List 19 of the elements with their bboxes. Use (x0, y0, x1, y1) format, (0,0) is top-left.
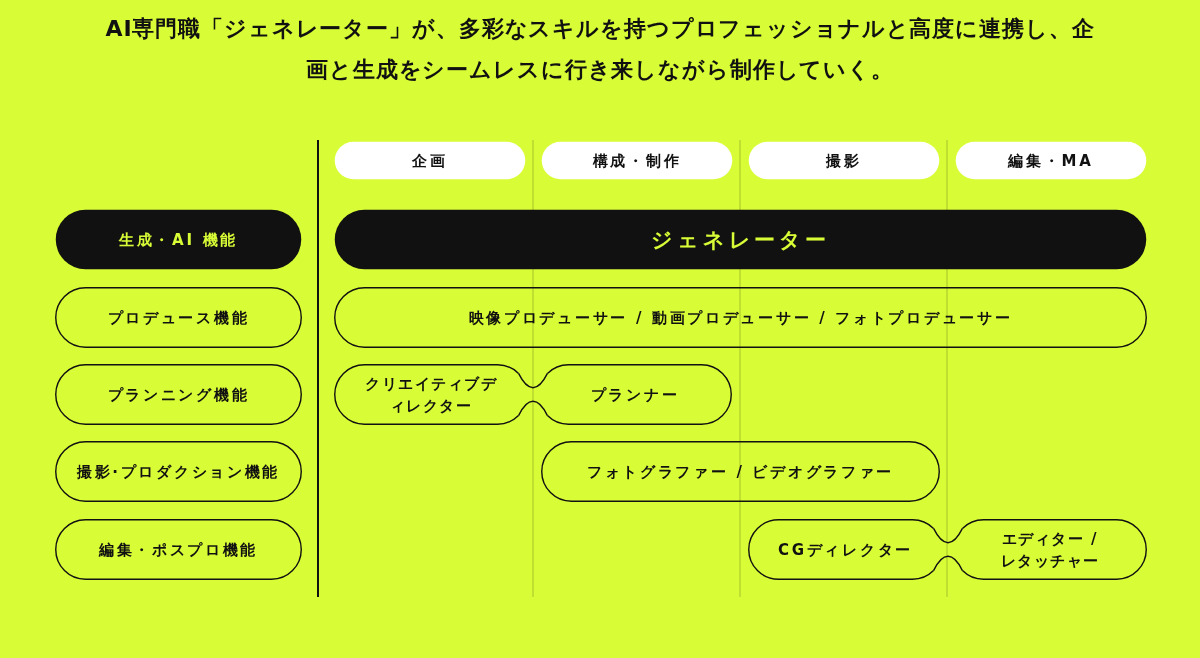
role-pill: エディター / レタッチャー (953, 519, 1147, 580)
phase-pill: 構成・制作 (541, 141, 733, 180)
phase-pill: 編集・MA (955, 141, 1147, 180)
phase-pill: 撮影 (748, 141, 940, 180)
role-pill: フォトグラファー / ビデオグラファー (541, 441, 940, 502)
phase-pill: 企画 (334, 141, 526, 180)
role-pill: クリエイティブディレクター (334, 364, 528, 425)
role-pill: 映像プロデューサー / 動画プロデューサー / フォトプロデューサー (334, 287, 1147, 348)
role-pill: CGディレクター (748, 519, 943, 580)
role-pill: 撮影·プロダクション機能 (55, 441, 302, 502)
role-pill: プランニング機能 (55, 364, 302, 425)
role-pill: 生成・AI 機能 (55, 209, 302, 270)
role-pill: 編集・ポスプロ機能 (55, 519, 302, 580)
pill-joint (517, 372, 549, 417)
title: AI専門職「ジェネレーター」が、多彩なスキルを持つプロフェッショナルと高度に連携し、企画と生成をシームレスに行き来しながら制作していく。 (104, 15, 1096, 84)
pill-joint (932, 527, 964, 572)
role-pill: プロデュース機能 (55, 287, 302, 348)
role-pill: プランナー (538, 364, 732, 425)
role-pill: ジェネレーター (334, 209, 1147, 270)
